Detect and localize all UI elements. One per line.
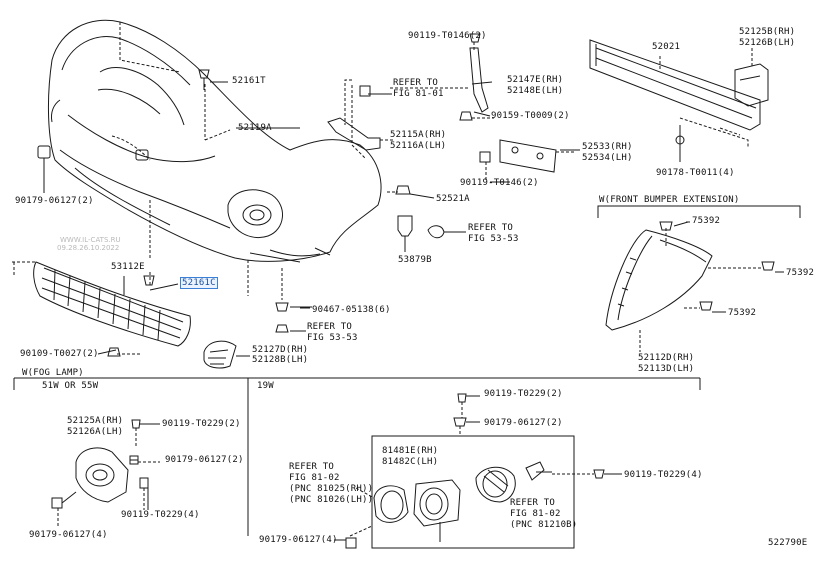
label-52113D[interactable]: 52113D(LH) — [638, 364, 695, 374]
label-52126B[interactable]: 52126B(LH) — [739, 38, 796, 48]
ref-81-02-right-line1: REFER TO — [510, 498, 555, 508]
label-52534[interactable]: 52534(LH) — [582, 153, 633, 163]
label-90179-06127-2-left[interactable]: 90179-06127(2) — [165, 455, 244, 465]
label-90178-T0011-4[interactable]: 90178-T0011(4) — [656, 168, 735, 178]
clip-icons — [38, 70, 228, 192]
label-52119A[interactable]: 52119A — [238, 123, 272, 133]
reinforcement-drawing — [590, 40, 768, 162]
side-brackets-drawing — [328, 34, 556, 172]
ref-81-02-left-line1: REFER TO — [289, 462, 334, 472]
ref-81-01-line2[interactable]: FIG 81-01 — [393, 89, 444, 99]
watermark-line1: WWW.IL-CATS.RU — [60, 236, 121, 244]
label-90159-T0009-2[interactable]: 90159-T0009(2) — [491, 111, 570, 121]
ref-53-53-bottom-line1: REFER TO — [307, 322, 352, 332]
fog-lamp-right-drawing — [346, 394, 604, 548]
label-52116A[interactable]: 52116A(LH) — [390, 141, 447, 151]
ref-81-01-line1: REFER TO — [393, 78, 438, 88]
section-19w: 19W — [257, 381, 274, 391]
label-90179-06127-4-right[interactable]: 90179-06127(4) — [259, 535, 338, 545]
label-90119-T0146-2-top[interactable]: 90119-T0146(2) — [408, 31, 487, 41]
screw-90109-icon — [108, 348, 120, 356]
label-90179-06127-4-left[interactable]: 90179-06127(4) — [29, 530, 108, 540]
fog-housing-left-drawing — [52, 420, 148, 508]
label-53112E[interactable]: 53112E — [111, 262, 145, 272]
section-front-bumper-extension: W(FRONT BUMPER EXTENSION) — [599, 195, 740, 205]
section-51w-55w: 51W OR 55W — [42, 381, 99, 391]
label-52521A[interactable]: 52521A — [436, 194, 470, 204]
label-90119-T0229-4-right[interactable]: 90119-T0229(4) — [624, 470, 703, 480]
ref-81-02-right-line3: (PNC 81210B) — [510, 520, 578, 530]
label-52147E[interactable]: 52147E(RH) — [507, 75, 564, 85]
ref-81-02-left-line3: (PNC 81025(RH)) — [289, 484, 374, 494]
bumper-leaders — [44, 22, 365, 300]
ref-53-53-bottom-line2[interactable]: FIG 53-53 — [307, 333, 358, 343]
ref-53-53-mid-line1: REFER TO — [468, 223, 513, 233]
fog-lamp-section-lines — [14, 378, 700, 548]
label-52126A[interactable]: 52126A(LH) — [67, 427, 124, 437]
label-90119-T0146-2-mid[interactable]: 90119-T0146(2) — [460, 178, 539, 188]
label-81482C[interactable]: 81482C(LH) — [382, 457, 439, 467]
label-75392-c[interactable]: 75392 — [728, 308, 757, 318]
label-53879B[interactable]: 53879B — [398, 255, 432, 265]
label-52533[interactable]: 52533(RH) — [582, 142, 633, 152]
clip-52161C-icon — [144, 276, 154, 285]
label-90109-T0027-2[interactable]: 90109-T0027(2) — [20, 349, 99, 359]
figure-code: 522790E — [768, 538, 808, 548]
label-52115A[interactable]: 52115A(RH) — [390, 130, 447, 140]
label-75392-a[interactable]: 75392 — [692, 216, 721, 226]
label-52021[interactable]: 52021 — [652, 42, 681, 52]
label-52148E[interactable]: 52148E(LH) — [507, 86, 564, 96]
bottom-clips — [276, 303, 312, 332]
label-90467-05138-6[interactable]: 90467-05138(6) — [312, 305, 391, 315]
label-81481E[interactable]: 81481E(RH) — [382, 446, 439, 456]
ref-81-02-left-line2[interactable]: FIG 81-02 — [289, 473, 340, 483]
front-extension-section — [598, 206, 800, 330]
label-52161T[interactable]: 52161T — [232, 76, 266, 86]
label-90119-T0229-2-right[interactable]: 90119-T0229(2) — [484, 389, 563, 399]
label-90179-06127-2-right[interactable]: 90179-06127(2) — [484, 418, 563, 428]
label-90119-T0229-2-left[interactable]: 90119-T0229(2) — [162, 419, 241, 429]
label-52125A[interactable]: 52125A(RH) — [67, 416, 124, 426]
label-52128B[interactable]: 52128B(LH) — [252, 355, 309, 365]
label-52127D[interactable]: 52127D(RH) — [252, 345, 309, 355]
label-75392-b[interactable]: 75392 — [786, 268, 815, 278]
label-52161C[interactable]: 52161C — [180, 277, 218, 289]
label-90119-T0229-4-left[interactable]: 90119-T0229(4) — [121, 510, 200, 520]
ref-53-53-mid-line2[interactable]: FIG 53-53 — [468, 234, 519, 244]
lower-grille-drawing — [12, 262, 190, 346]
label-52112D[interactable]: 52112D(RH) — [638, 353, 695, 363]
fog-cover-drawing — [204, 341, 236, 368]
bumper-cover-drawing — [48, 20, 381, 262]
bracket-53879B-drawing — [387, 186, 466, 252]
label-90179-06127-2[interactable]: 90179-06127(2) — [15, 196, 94, 206]
ref-81-02-right-line2[interactable]: FIG 81-02 — [510, 509, 561, 519]
leader-lines — [98, 82, 690, 540]
ref-81-02-left-line4: (PNC 81026(LH)) — [289, 495, 374, 505]
section-fog-lamp: W(FOG LAMP) — [22, 368, 84, 378]
watermark-line2: 09.28.26.10.2022 — [57, 244, 120, 252]
label-52125B[interactable]: 52125B(RH) — [739, 27, 796, 37]
